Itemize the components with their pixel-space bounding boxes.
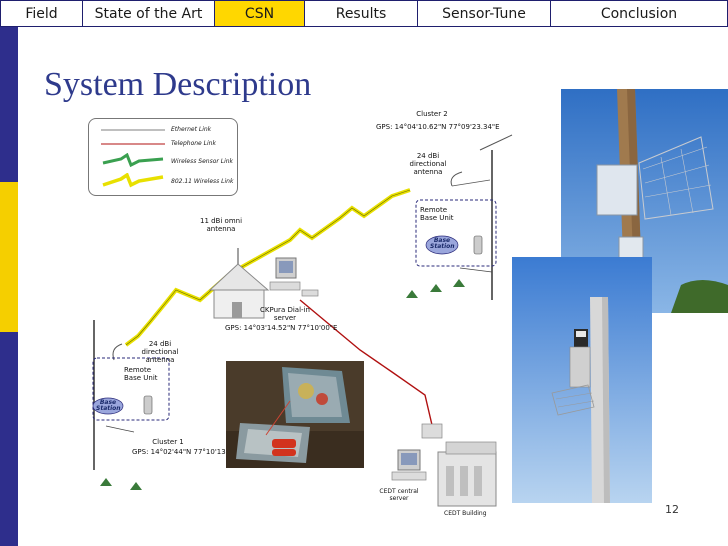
legend-ethernet: Ethernet Link bbox=[99, 123, 235, 137]
cluster1-base-station-label: Base Station bbox=[96, 399, 121, 412]
legend-80211: 802.11 Wireless Link bbox=[99, 173, 235, 189]
directional-antenna-cluster1 bbox=[112, 343, 123, 361]
sensor-box-photo bbox=[226, 361, 364, 468]
wireless-80211-link-icon bbox=[102, 173, 164, 188]
cluster2-base-station-label: Base Station bbox=[430, 237, 455, 250]
tab-sensor-tune[interactable]: Sensor-Tune bbox=[418, 0, 551, 27]
cedt-building-label: CEDT Building bbox=[444, 510, 487, 517]
sidebar-segment bbox=[0, 332, 18, 546]
wireless-link-cluster1 bbox=[124, 270, 234, 347]
computer-icon bbox=[275, 257, 297, 279]
house-icon bbox=[208, 263, 270, 291]
sidebar-segment bbox=[0, 182, 18, 332]
legend-wireless-sensor: Wireless Sensor Link bbox=[99, 153, 235, 169]
omni-antenna-label: 11 dBi omni antenna bbox=[199, 217, 243, 233]
cluster1-antenna-label: 24 dBi directional antenna bbox=[141, 340, 179, 364]
wireless-link-cluster2 bbox=[239, 188, 411, 270]
server-label: CKPura Dial-in server bbox=[260, 306, 310, 322]
cluster1-gps: GPS: 14°02'44"N 77°10'13"E bbox=[132, 448, 234, 456]
cluster2-antenna-label: 24 dBi directional antenna bbox=[409, 152, 447, 176]
sidebar-segment bbox=[0, 27, 18, 182]
diagram-legend: Ethernet Link Telephone Link Wireless Se… bbox=[88, 118, 238, 196]
ethernet-line-icon bbox=[101, 129, 165, 131]
cedt-building-icon bbox=[437, 451, 497, 507]
tab-csn[interactable]: CSN bbox=[215, 0, 305, 27]
pole-photo bbox=[512, 257, 652, 503]
server-gps: GPS: 14°03'14.52"N 77°10'00"E bbox=[225, 324, 338, 332]
wireless-link-cluster2-outline bbox=[239, 189, 411, 269]
tab-field[interactable]: Field bbox=[0, 0, 83, 27]
cluster2-title: Cluster 2 bbox=[416, 110, 448, 118]
cedt-server-icon bbox=[397, 449, 421, 471]
cluster1-title: Cluster 1 bbox=[152, 438, 184, 446]
wireless-link-cluster1-outline bbox=[125, 271, 233, 346]
cluster2-rbu-label: Remote Base Unit bbox=[420, 206, 454, 222]
wireless-sensor-link-icon bbox=[102, 153, 164, 168]
top-navigation: Field State of the Art CSN Results Senso… bbox=[0, 0, 728, 27]
slide-title: System Description bbox=[44, 66, 312, 103]
cluster2-gps: GPS: 14°04'10.62"N 77°09'23.34"E bbox=[376, 123, 500, 131]
tab-conclusion[interactable]: Conclusion bbox=[551, 0, 728, 27]
tab-results[interactable]: Results bbox=[305, 0, 418, 27]
telephone-line-icon bbox=[101, 143, 165, 145]
sidebar-decoration bbox=[0, 27, 18, 546]
legend-telephone: Telephone Link bbox=[99, 137, 235, 151]
cluster1-rbu-label: Remote Base Unit bbox=[124, 366, 158, 382]
tab-state-of-the-art[interactable]: State of the Art bbox=[83, 0, 215, 27]
cedt-server-label: CEDT central server bbox=[379, 488, 419, 502]
page-number: 12 bbox=[665, 503, 679, 516]
